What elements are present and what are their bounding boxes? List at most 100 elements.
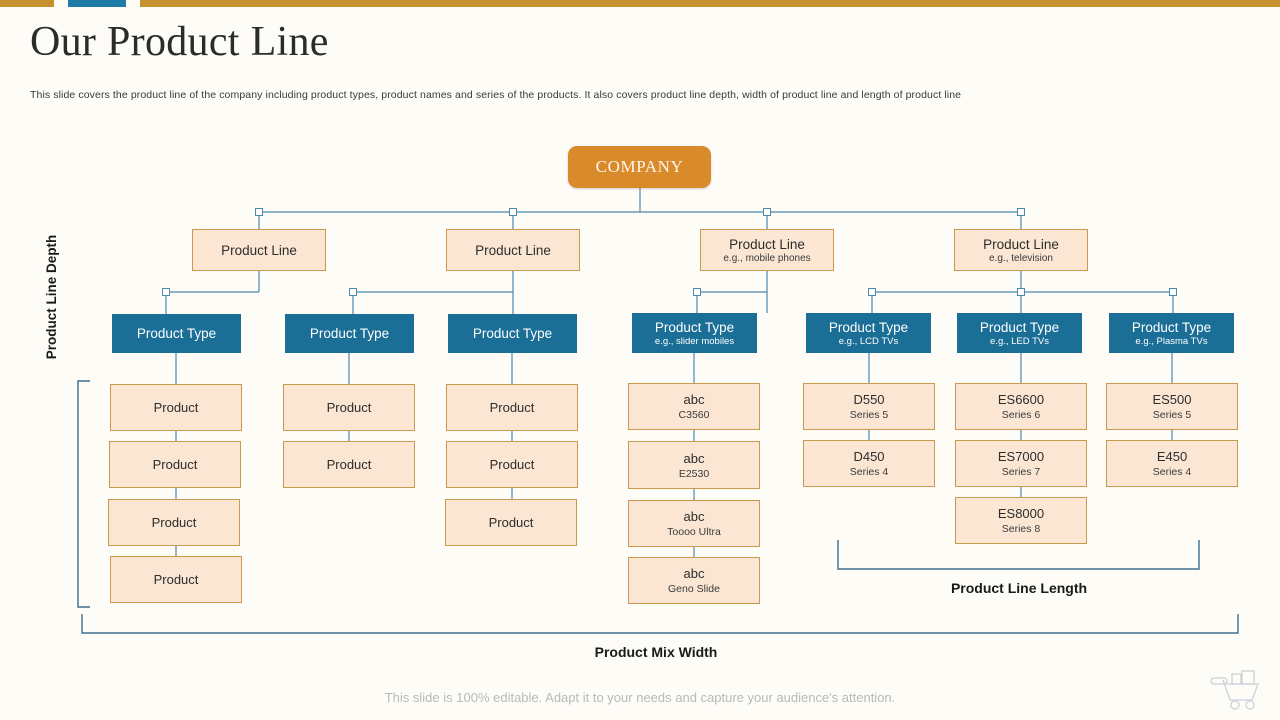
leaf-sublabel: Series 5 [1152,409,1192,421]
product-line-node-4[interactable]: Product Line e.g., television [954,229,1088,271]
product-leaf[interactable]: ES7000 Series 7 [955,440,1087,487]
product-line-sublabel: e.g., television [989,252,1053,264]
product-leaf[interactable]: E450 Series 4 [1106,440,1238,487]
top-bar-blue-segment [68,0,126,7]
leaf-label: Product [489,400,535,415]
leaf-label: D550 [853,392,885,407]
leaf-label: ES7000 [997,449,1045,464]
product-type-label: Product Type [309,326,390,341]
product-type-sublabel: e.g., LCD TVs [838,335,899,347]
junction-node [763,208,771,216]
leaf-sublabel: Series 6 [1001,409,1041,421]
product-mix-width-label: Product Mix Width [594,644,718,660]
product-leaf[interactable]: Product [110,384,242,431]
company-node[interactable]: COMPANY [568,146,711,188]
junction-node [1017,208,1025,216]
product-leaf[interactable]: D450 Series 4 [803,440,935,487]
leaf-label: ES8000 [997,506,1045,521]
leaf-label: abc [683,392,705,407]
product-line-depth-label: Product Line Depth [44,234,59,360]
product-line-node-1[interactable]: Product Line [192,229,326,271]
junction-node [868,288,876,296]
product-line-label: Product Line [221,242,297,258]
top-accent-bar [0,0,1280,7]
product-leaf[interactable]: Product [283,384,415,431]
leaf-label: Product [488,515,534,530]
junction-node [1169,288,1177,296]
page-title: Our Product Line [30,19,329,65]
product-leaf[interactable]: ES8000 Series 8 [955,497,1087,544]
product-line-length-label: Product Line Length [950,580,1088,596]
leaf-sublabel: C3560 [678,409,710,421]
leaf-label: E450 [1156,449,1188,464]
leaf-label: ES6600 [997,392,1045,407]
leaf-label: abc [683,450,705,466]
leaf-label: D450 [853,449,885,464]
product-leaf[interactable]: abc Geno Slide [628,557,760,604]
leaf-label: Product [326,400,372,415]
product-line-label: Product Line [475,242,551,258]
product-leaf[interactable]: Product [446,441,578,488]
product-type-label: Product Type [654,319,735,335]
product-leaf[interactable]: Product [445,499,577,546]
leaf-label: Product [153,572,199,587]
product-type-label: Product Type [136,326,217,341]
leaf-label: Product [489,457,535,472]
leaf-sublabel: Series 8 [1001,523,1041,535]
leaf-sublabel: Series 4 [1152,466,1192,478]
leaf-label: Product [151,515,197,530]
product-type-node-2[interactable]: Product Type [285,314,414,353]
product-line-node-3[interactable]: Product Line e.g., mobile phones [700,229,834,271]
leaf-label: Product [153,400,199,415]
product-type-node-4[interactable]: Product Type e.g., slider mobiles [632,313,757,353]
leaf-sublabel: Series 4 [849,466,889,478]
product-leaf[interactable]: D550 Series 5 [803,383,935,430]
footer-note: This slide is 100% editable. Adapt it to… [384,690,896,705]
junction-node [509,208,517,216]
product-type-node-5[interactable]: Product Type e.g., LCD TVs [806,313,931,353]
junction-node [349,288,357,296]
product-leaf[interactable]: Product [109,441,241,488]
top-bar-gap-left [54,0,68,7]
junction-node [693,288,701,296]
leaf-label: Product [326,457,372,472]
product-leaf[interactable]: Product [108,499,240,546]
leaf-sublabel: Toooo Ultra [667,526,721,538]
leaf-sublabel: Series 7 [1001,466,1041,478]
product-leaf[interactable]: abc C3560 [628,383,760,430]
junction-node [1017,288,1025,296]
product-type-label: Product Type [1131,319,1212,335]
product-type-node-3[interactable]: Product Type [448,314,577,353]
product-line-sublabel: e.g., mobile phones [723,252,811,264]
top-bar-gap-right [126,0,140,7]
product-leaf[interactable]: Product [283,441,415,488]
page-subtitle: This slide covers the product line of th… [30,89,962,101]
shopping-cart-icon [1210,670,1259,710]
leaf-sublabel: Geno Slide [668,583,720,595]
leaf-sublabel: Series 5 [849,409,889,421]
company-label: COMPANY [595,157,684,176]
leaf-label: Product [152,457,198,472]
product-line-label: Product Line [729,236,805,252]
product-leaf[interactable]: ES500 Series 5 [1106,383,1238,430]
product-type-label: Product Type [979,319,1060,335]
product-leaf[interactable]: abc E2530 [628,441,760,489]
product-type-sublabel: e.g., Plasma TVs [1135,335,1208,347]
product-type-sublabel: e.g., slider mobiles [654,335,735,347]
product-line-node-2[interactable]: Product Line [446,229,580,271]
leaf-label: abc [683,566,705,581]
product-type-node-7[interactable]: Product Type e.g., Plasma TVs [1109,313,1234,353]
product-type-node-6[interactable]: Product Type e.g., LED TVs [957,313,1082,353]
product-leaf[interactable]: Product [110,556,242,603]
leaf-label: ES500 [1152,392,1192,407]
product-type-label: Product Type [828,319,909,335]
product-type-label: Product Type [472,326,553,341]
product-type-sublabel: e.g., LED TVs [990,335,1049,347]
product-type-node-1[interactable]: Product Type [112,314,241,353]
product-leaf[interactable]: Product [446,384,578,431]
product-leaf[interactable]: ES6600 Series 6 [955,383,1087,430]
product-leaf[interactable]: abc Toooo Ultra [628,500,760,547]
product-line-label: Product Line [983,236,1059,252]
